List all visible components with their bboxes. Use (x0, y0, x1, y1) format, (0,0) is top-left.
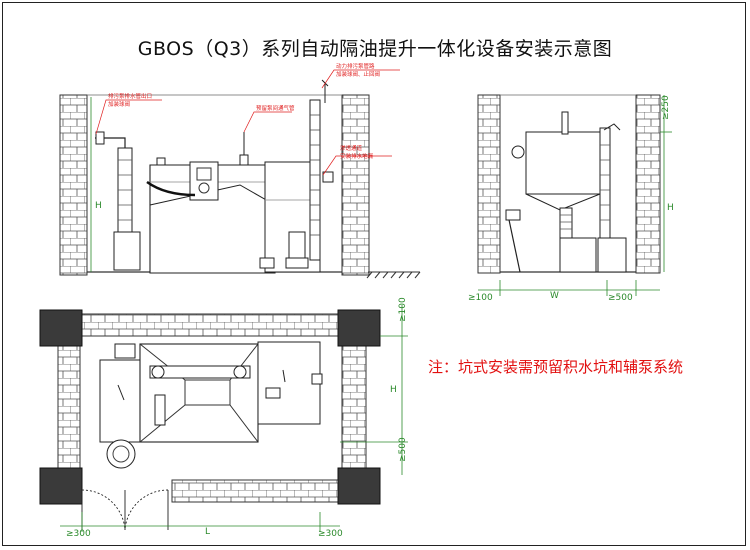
front-left-pump (113, 231, 141, 271)
front-left-wall (59, 94, 88, 276)
pillar-top-right (337, 309, 381, 347)
plan-dimension-lines (60, 305, 408, 532)
side-dim-height: H (667, 203, 674, 213)
pillar-top-left (39, 309, 83, 347)
side-base-tank (559, 237, 597, 273)
front-callout-check-valve: 加装球阀、止回阀 (336, 70, 380, 78)
side-right-tank (597, 237, 627, 273)
front-pump-motor (288, 231, 306, 261)
front-callout-drain: 安装排水地漏 (340, 152, 374, 160)
plan-bottom-wall (171, 479, 339, 503)
plan-lift-tank (257, 341, 321, 425)
side-dim-width: W (550, 291, 559, 301)
side-dim-left: ≥100 (468, 293, 493, 303)
plan-dim-side: ≥500 (398, 437, 408, 462)
side-dimension-lines (478, 95, 672, 296)
front-vent-column (309, 99, 321, 261)
side-pipe-column (599, 127, 611, 239)
plan-top-wall (79, 313, 339, 337)
front-callout-seepage: 渗透通道 (340, 144, 363, 152)
front-main-tank (149, 164, 276, 274)
side-dim-right: ≥500 (608, 293, 633, 303)
plan-dim-right: ≥300 (318, 529, 343, 539)
plan-right-wall (341, 335, 367, 471)
plan-left-tank (99, 359, 141, 443)
ground-hatch (366, 271, 421, 279)
front-right-wall (341, 94, 370, 276)
side-center-pump (559, 207, 573, 239)
plan-dim-left: ≥300 (66, 529, 91, 539)
side-main-tank (525, 131, 601, 195)
side-left-wall (477, 94, 501, 274)
front-view: H 排污泵排 (59, 62, 421, 279)
side-dim-top: ≥250 (661, 95, 671, 120)
front-height-label: H (95, 201, 102, 211)
plan-left-wall (57, 335, 81, 471)
installation-note: 注：坑式安装需预留积水坑和辅泵系统 (428, 358, 684, 376)
plan-dim-height: H (390, 385, 397, 395)
front-callout-pump-pipe: 动力排污泵管路 (336, 62, 375, 70)
plan-dim-length: L (205, 527, 210, 537)
front-discharge-pipe (95, 137, 126, 148)
plan-dim-top: ≥100 (398, 297, 408, 322)
side-view: ≥250 H ≥100 W ≥500 (468, 94, 674, 303)
side-right-wall (635, 94, 661, 274)
plan-door (81, 489, 169, 531)
plan-pump-motor (114, 343, 136, 359)
front-callout-leaders (95, 69, 400, 176)
pillar-bottom-left (39, 467, 83, 505)
pillar-bottom-right (337, 467, 381, 505)
plan-view: ≥100 H ≥500 ≥300 L ≥300 (39, 297, 408, 539)
front-callout-discharge: 排污泵排水管出口 (108, 92, 152, 100)
diagram-title: GBOS（Q3）系列自动隔油提升一体化设备安装示意图 (137, 38, 613, 60)
front-callout-valve: 加装球阀 (108, 100, 130, 108)
front-inlet-hose (146, 180, 196, 197)
front-callout-vent: 预留泵间通气管 (256, 104, 295, 112)
